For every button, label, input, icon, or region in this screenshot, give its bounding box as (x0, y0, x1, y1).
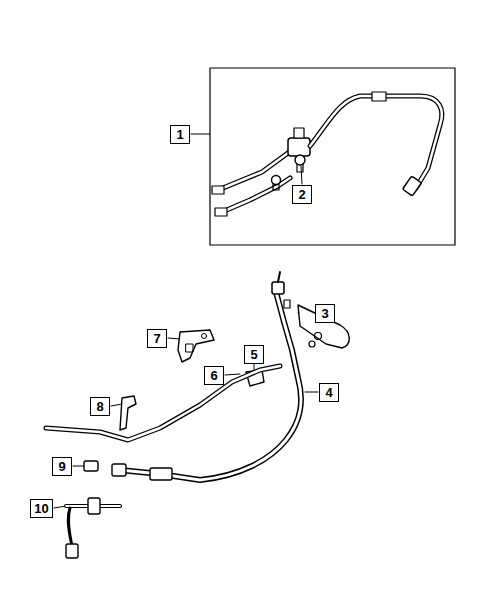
callout-number: 7 (153, 332, 160, 345)
callout-box: 1 (170, 125, 190, 144)
callout-box: 4 (319, 383, 339, 402)
callout-box: 10 (30, 499, 53, 518)
callout-box: 3 (315, 304, 335, 323)
inset-frame (210, 68, 455, 245)
callout-box: 9 (52, 457, 72, 476)
leader-lines (54, 134, 318, 508)
callout-number: 5 (250, 348, 257, 361)
bracket (298, 305, 349, 348)
bracket (178, 330, 214, 362)
callout-number: 8 (96, 400, 103, 413)
callout-number: 6 (210, 369, 217, 382)
callout-number: 2 (298, 188, 305, 201)
hose-assembly-inset (212, 92, 442, 216)
callout-box: 6 (204, 366, 224, 385)
sensor (66, 498, 120, 558)
callout-box: 8 (90, 397, 110, 416)
callout-number: 10 (34, 502, 48, 515)
bracket (120, 396, 136, 430)
callout-number: 9 (58, 460, 65, 473)
fitting (84, 461, 98, 471)
callout-number: 1 (176, 128, 183, 141)
hose (112, 272, 301, 480)
callout-number: 4 (325, 386, 332, 399)
callout-box: 2 (292, 185, 312, 204)
callout-number: 3 (321, 307, 328, 320)
callout-box: 7 (147, 329, 167, 348)
tube (46, 366, 280, 440)
callout-box: 5 (244, 345, 264, 364)
